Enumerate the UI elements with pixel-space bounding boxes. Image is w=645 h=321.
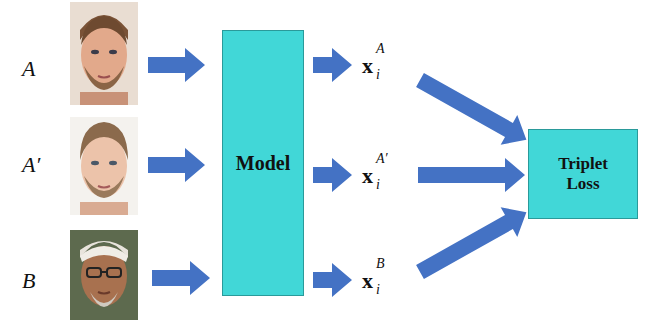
vector-symbol: x [362,165,373,187]
face-photo [70,230,138,320]
block-arrow [148,48,210,295]
block-arrow [412,65,535,287]
input-label: A′ [22,154,40,176]
superscript: A′ [376,152,388,166]
subscript: i [376,178,380,192]
vector-symbol: x [362,270,373,292]
face-photo [70,117,138,215]
subscript: i [376,283,380,297]
superscript: A [376,42,385,56]
node-label: Model [236,151,290,175]
model-box: Model [222,30,304,296]
face-photo [70,2,138,105]
subscript: i [376,68,380,82]
block-arrow [313,48,352,297]
node-label: Triplet Loss [548,154,618,195]
input-label: B [22,270,35,292]
loss-box: Triplet Loss [528,129,638,219]
input-label: A [22,58,35,80]
vector-symbol: x [362,55,373,77]
superscript: B [376,257,385,271]
